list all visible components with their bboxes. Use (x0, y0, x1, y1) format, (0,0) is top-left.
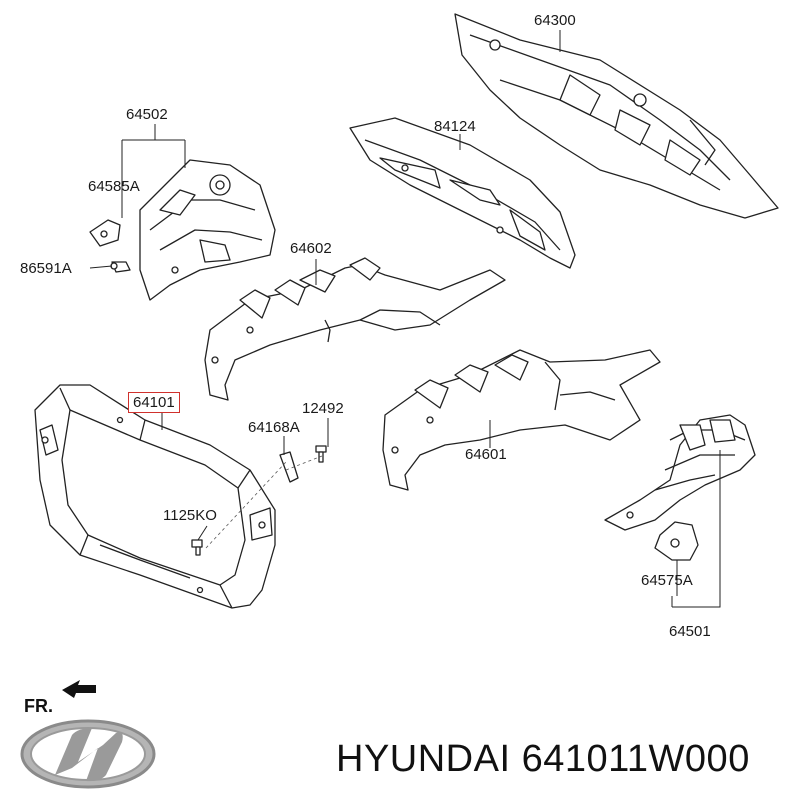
callout-64601[interactable]: 64601 (465, 446, 507, 463)
callout-64501[interactable]: 64501 (669, 623, 711, 640)
callout-84124[interactable]: 84124 (434, 118, 476, 135)
callout-64502[interactable]: 64502 (126, 106, 168, 123)
side-member-64601 (382, 349, 661, 491)
brand-part-number: HYUNDAI 641011W000 (336, 738, 750, 780)
callout-64300[interactable]: 64300 (534, 12, 576, 29)
front-direction-label: FR. (24, 696, 53, 716)
bracket-64575A (654, 521, 699, 561)
hyundai-logo-icon (20, 719, 156, 789)
callout-64602[interactable]: 64602 (290, 240, 332, 257)
alignment-lines (205, 455, 323, 549)
wheel-house-64502 (139, 159, 276, 301)
callout-1125KO[interactable]: 1125KO (163, 507, 217, 524)
front-arrow-icon (62, 680, 96, 698)
callout-64101-highlighted[interactable]: 64101 (128, 392, 180, 413)
callout-12492[interactable]: 12492 (302, 400, 344, 417)
callout-86591A[interactable]: 86591A (20, 260, 72, 277)
callout-64585A[interactable]: 64585A (88, 178, 140, 195)
dash-panel-64300 (454, 13, 779, 219)
bolt-1125KO (191, 539, 203, 556)
bolt-12492 (315, 445, 327, 463)
wheel-house-64501 (604, 414, 756, 531)
bracket-64585A (89, 219, 121, 247)
callout-64575A[interactable]: 64575A (641, 572, 693, 589)
callout-64168A[interactable]: 64168A (248, 419, 300, 436)
clip-86591A (110, 261, 131, 273)
leader-lines (89, 30, 721, 608)
cowl-panel-84124 (349, 117, 576, 269)
side-member-64602 (204, 257, 506, 401)
radiator-support-64101[interactable] (34, 384, 276, 609)
bracket-64168A (279, 451, 299, 483)
